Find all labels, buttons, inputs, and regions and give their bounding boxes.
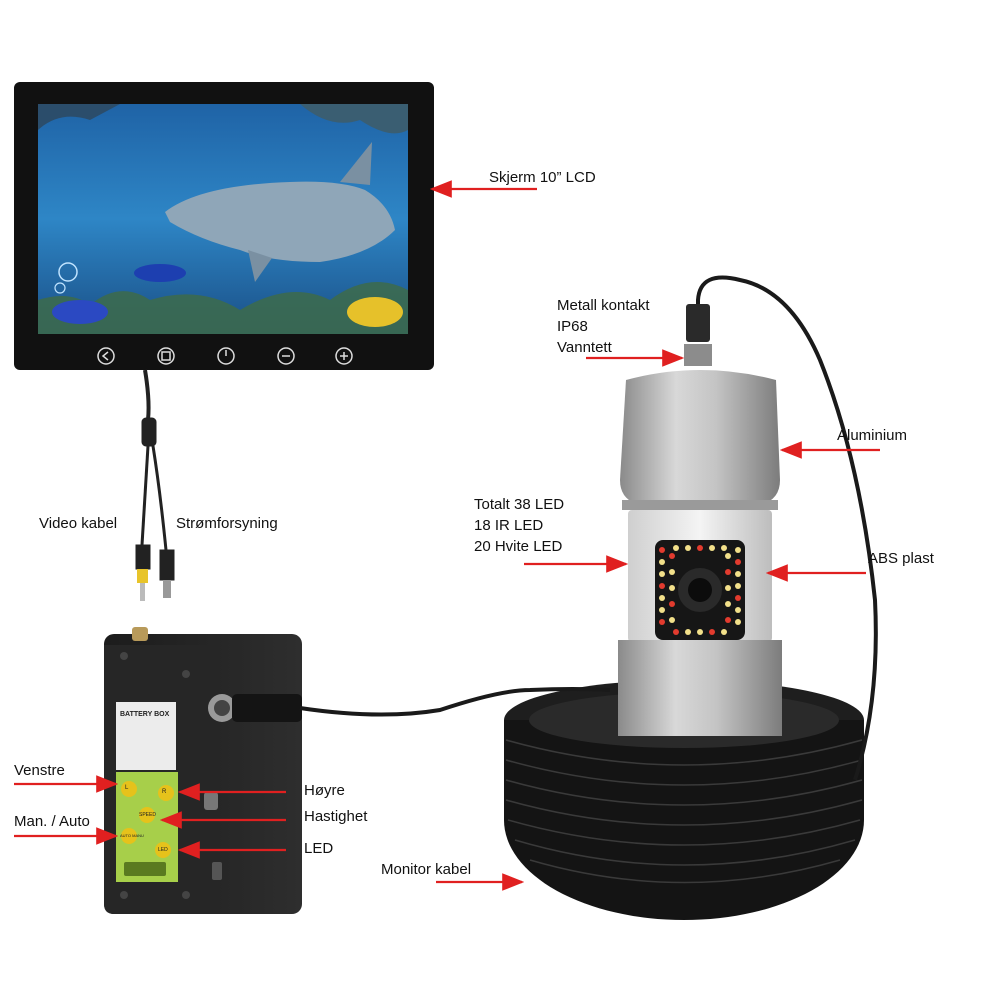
led-dot [725,617,731,623]
led-dot [735,547,741,553]
label-connector: Metall kontakt IP68 Vanntett [557,295,650,358]
led-dot [725,601,731,607]
led-dot [721,629,727,635]
label-abs: ABS plast [868,550,934,567]
label-screen: Skjerm 10” LCD [489,169,596,186]
label-speed: Hastighet [304,808,368,825]
led-dot [735,619,741,625]
led-dot [669,553,675,559]
led-dot [735,571,741,577]
label-led: Totalt 38 LED 18 IR LED 20 Hvite LED [474,494,564,557]
label-aluminium: Aluminium [837,427,908,444]
minus-icon [277,347,295,365]
led-dot [669,617,675,623]
led-dot [659,547,665,553]
led-dot [659,607,665,613]
battery-box-title: BATTERY BOX [120,711,170,718]
led-dots [659,545,741,635]
label-monitor-cable: Monitor kabel [381,861,472,878]
plus-icon [335,347,353,365]
label-power: Strømforsyning [176,515,278,532]
led-dot [735,583,741,589]
label-man-auto: Man. / Auto [14,813,90,830]
led-dot [721,545,727,551]
label-connector-line-2: IP68 [557,318,588,335]
led-dot [669,569,675,575]
led-dot [659,619,665,625]
label-led-line-1: Totalt 38 LED [474,496,565,513]
label-connector-line-3: Vanntett [557,339,612,356]
led-dot [725,553,731,559]
button-led[interactable]: LED [158,847,168,853]
led-dot [673,629,679,635]
power-icon [217,347,235,365]
led-dot [659,595,665,601]
led-dot [735,595,741,601]
annotation-arrows [14,180,880,891]
button-speed[interactable]: SPEED [139,812,156,818]
battery-box [104,627,302,914]
led-dot [685,545,691,551]
label-right: Høyre [304,782,345,799]
label-led-button: LED [304,840,334,857]
menu-icon [157,347,175,365]
led-dot [735,559,741,565]
led-dot [725,585,731,591]
label-video-cable: Video kabel [39,515,118,532]
led-dot [659,571,665,577]
led-dot [697,629,703,635]
back-icon [97,347,115,365]
led-dot [697,545,703,551]
label-led-line-2: 18 IR LED [474,517,544,534]
led-dot [709,629,715,635]
label-led-line-3: 20 Hvite LED [474,538,563,555]
led-dot [659,559,665,565]
y-cable [135,369,175,601]
led-dot [735,607,741,613]
led-dot [659,583,665,589]
button-auto-manu[interactable]: AUTO MANU [120,833,144,838]
button-right[interactable]: R [162,789,167,795]
led-dot [669,601,675,607]
led-dot [725,569,731,575]
lcd-monitor [14,82,434,370]
cable-reel [299,275,878,920]
underwater-camera [618,304,782,736]
led-dot [673,545,679,551]
label-connector-line-1: Metall kontakt [557,297,650,314]
led-dot [685,629,691,635]
led-dot [669,585,675,591]
button-left[interactable]: L [125,785,129,791]
battery-label-sticker [116,702,176,770]
led-dot [709,545,715,551]
label-left: Venstre [14,762,65,779]
